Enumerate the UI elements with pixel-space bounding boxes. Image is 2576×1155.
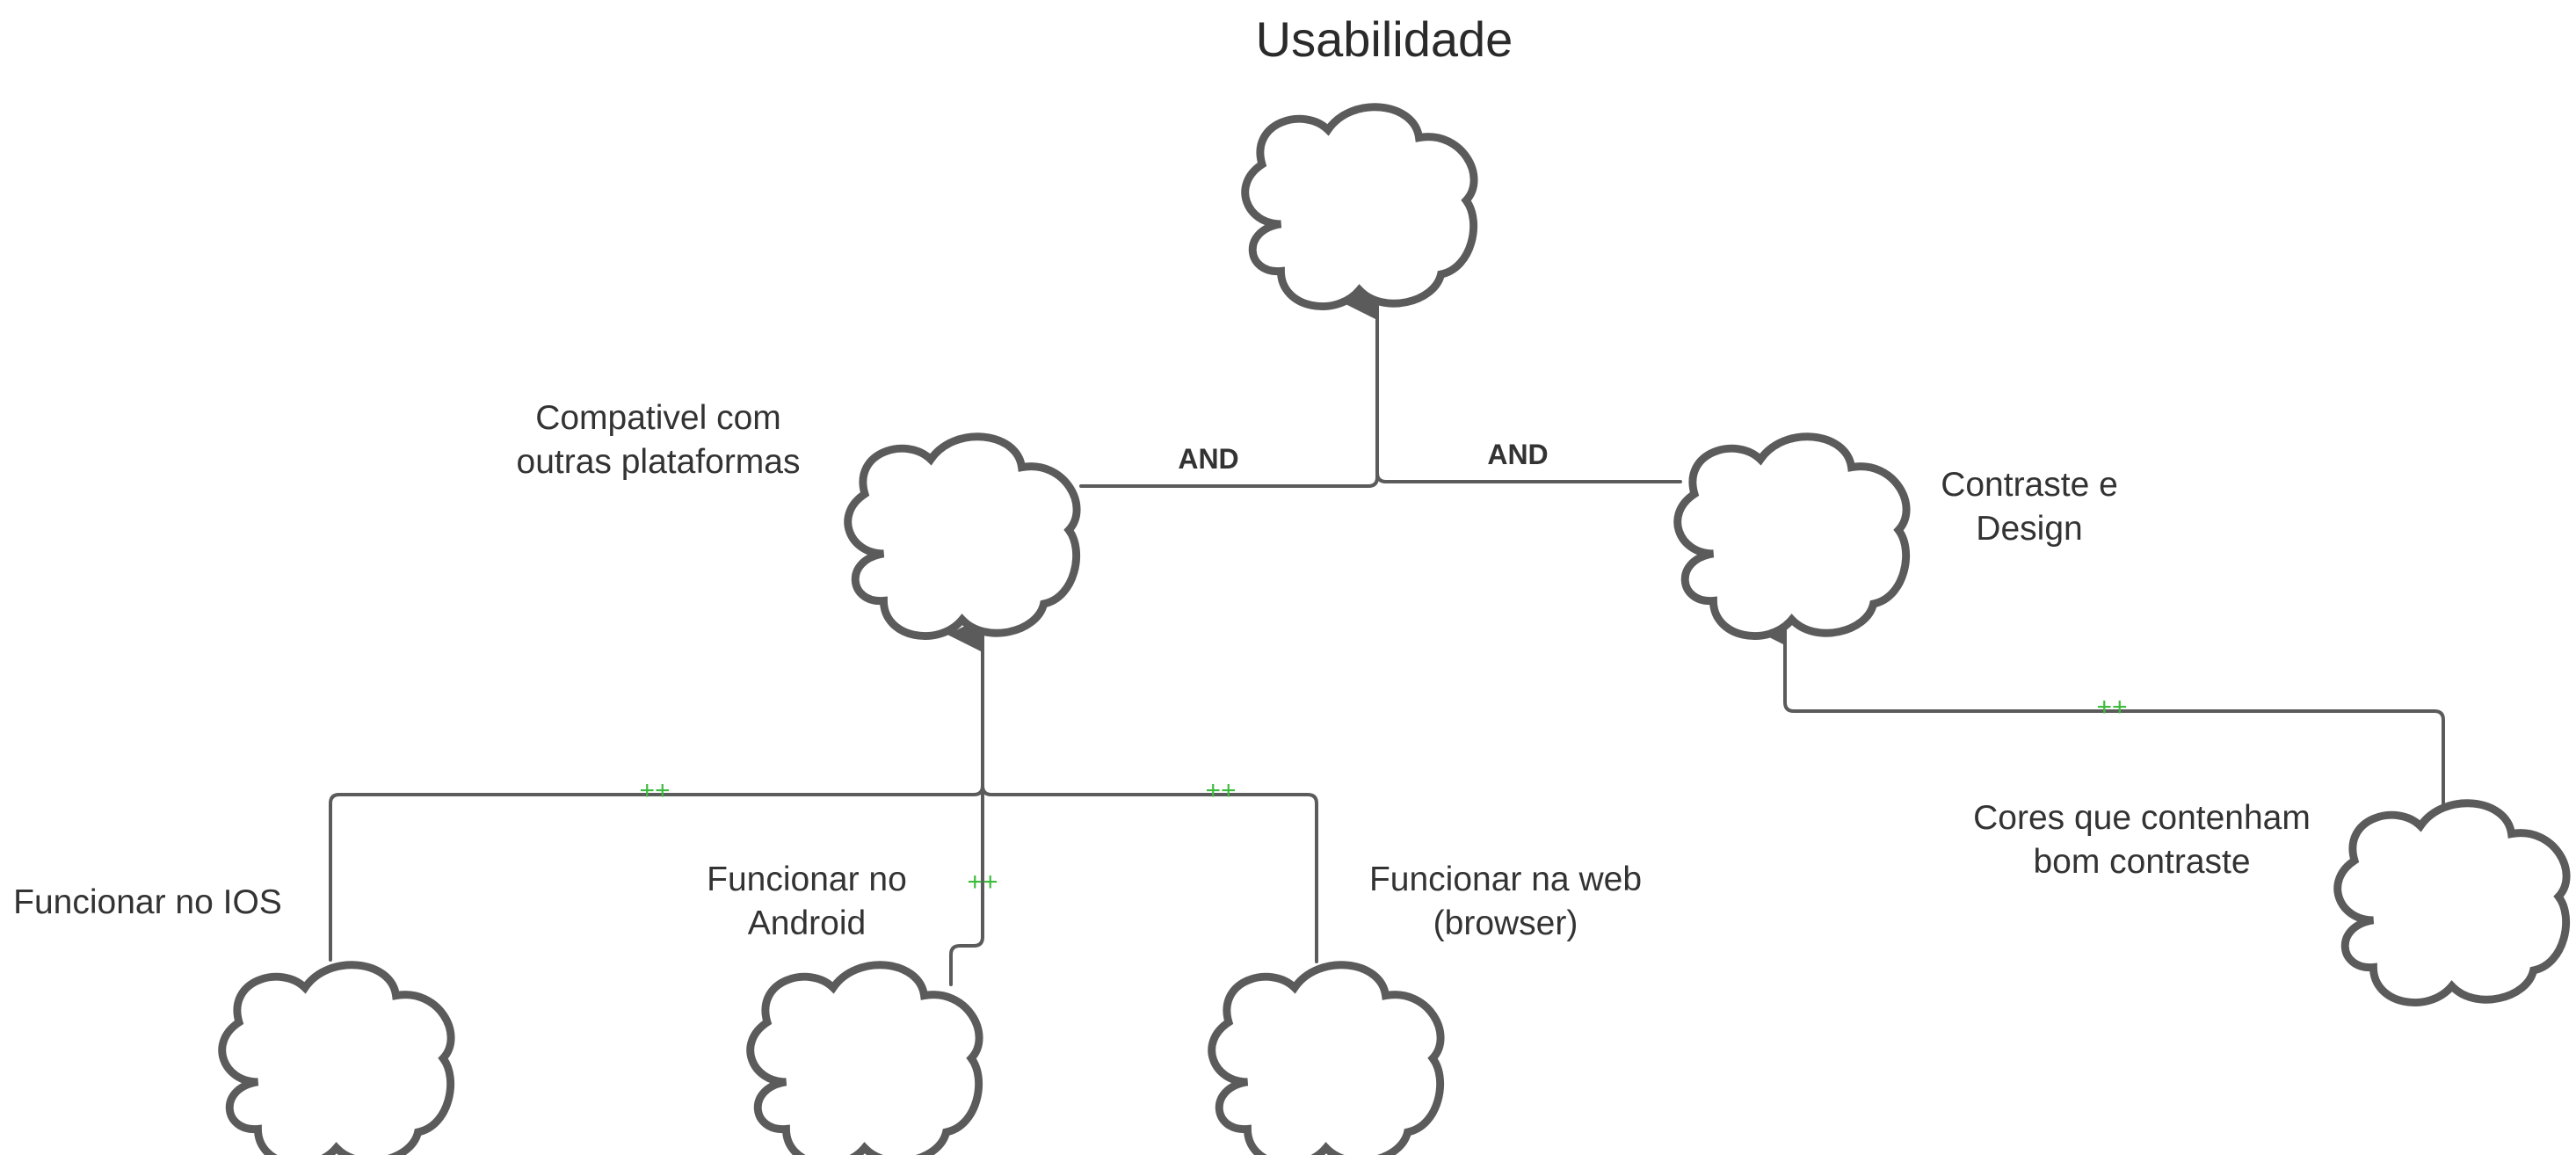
label-ios: Funcionar no IOS [13, 883, 282, 921]
android-contribution-edge [949, 649, 984, 986]
android-contrib-label: ++ [967, 868, 998, 897]
label-android-line1: Funcionar no [707, 861, 907, 898]
label-contraste-line2: Design [1976, 510, 2082, 548]
label-contraste-line1: Contraste e [1941, 466, 2118, 504]
and-edge-right [1375, 471, 1682, 483]
label-compativel-line2: outras plataformas [517, 443, 801, 481]
cloud-android [751, 965, 979, 1155]
and-label-left: AND [1178, 443, 1238, 475]
label-web-line1: Funcionar na web [1369, 861, 1642, 898]
label-cores-line2: bom contraste [2033, 843, 2250, 881]
web-contribution-edge [981, 784, 1318, 963]
web-contrib-label: ++ [1205, 776, 1236, 805]
cores-contrib-label: ++ [2096, 693, 2127, 722]
label-cores-line1: Cores que contenham [1973, 799, 2311, 837]
label-compativel-line1: Compativel com [535, 399, 781, 437]
cloud-usabilidade [1245, 107, 1474, 307]
cloud-compativel [848, 437, 1077, 636]
diagram-title: Usabilidade [1256, 11, 1513, 67]
cores-contribution-edge [1783, 636, 2445, 805]
ios-contrib-label: ++ [639, 776, 670, 805]
edges [329, 285, 2445, 986]
cloud-ios [222, 965, 451, 1155]
label-android-line2: Android [748, 904, 866, 942]
cloud-cores [2338, 803, 2566, 1003]
and-label-right: AND [1487, 439, 1548, 470]
cloud-contraste [1678, 437, 1906, 636]
label-web-line2: (browser) [1433, 904, 1578, 942]
cloud-web [1212, 965, 1440, 1155]
